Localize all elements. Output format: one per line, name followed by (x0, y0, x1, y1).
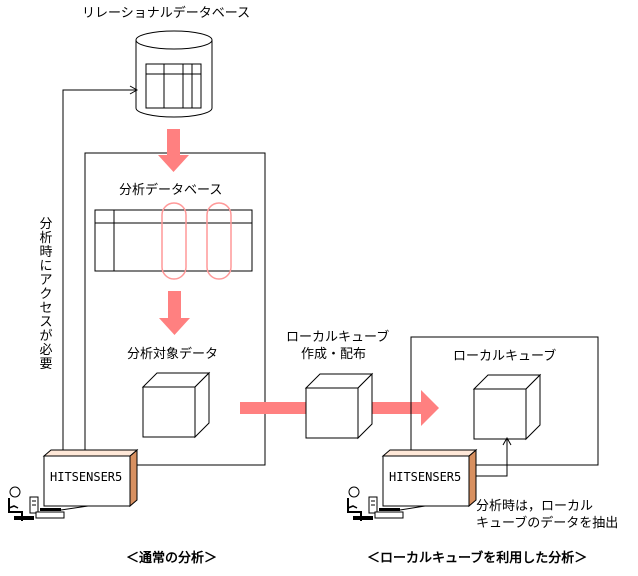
access-line (62, 89, 136, 456)
extract-note-line2: キューブのデータを抽出 (476, 516, 619, 531)
local-cube-label: ローカルキューブ (453, 349, 557, 364)
highlight-column-2 (206, 202, 232, 280)
user-left-icon (8, 486, 65, 521)
cube-create-label-line1: ローカルキューブ (286, 330, 390, 345)
select-arrow-icon (159, 291, 190, 335)
extract-line-arrow-icon (502, 436, 512, 446)
analysis-db-label: 分析データベース (119, 183, 223, 198)
cube-create-label-line2: 作成・配布 (301, 347, 367, 362)
user-right-link (399, 505, 426, 511)
server-left-icon (42, 448, 139, 508)
vertical-access-label: 分析時にアクセスが必要 (39, 217, 53, 372)
user-right-icon (347, 486, 404, 521)
local-cube-area-box (410, 336, 599, 466)
caption-left: ＜通常の分析＞ (126, 551, 218, 566)
access-arrow-head-icon (129, 85, 139, 95)
local-cube (472, 373, 542, 441)
server-right-label: HITSENSER5 (389, 470, 462, 484)
cube-creation-cube (304, 372, 374, 440)
extract-arrow-icon (158, 129, 189, 172)
distribute-arrow-icon (371, 390, 439, 426)
highlight-column-1 (161, 202, 187, 280)
relational-db-label: リレーショナルデータベース (82, 6, 251, 21)
distribute-arrow-shaft (240, 402, 307, 414)
analysis-target-cube (141, 371, 211, 439)
extract-note-line1: 分析時は，ローカル (476, 499, 594, 514)
analysis-target-label: 分析対象データ (127, 347, 219, 362)
caption-right: ＜ローカルキューブを利用した分析＞ (367, 551, 588, 566)
user-left-link (60, 505, 89, 511)
relational-db-table-icon (145, 63, 202, 109)
server-left-label: HITSENSER5 (50, 470, 123, 484)
analysis-db-table (94, 209, 253, 272)
server-right-icon (381, 448, 478, 508)
extract-line (470, 439, 508, 477)
